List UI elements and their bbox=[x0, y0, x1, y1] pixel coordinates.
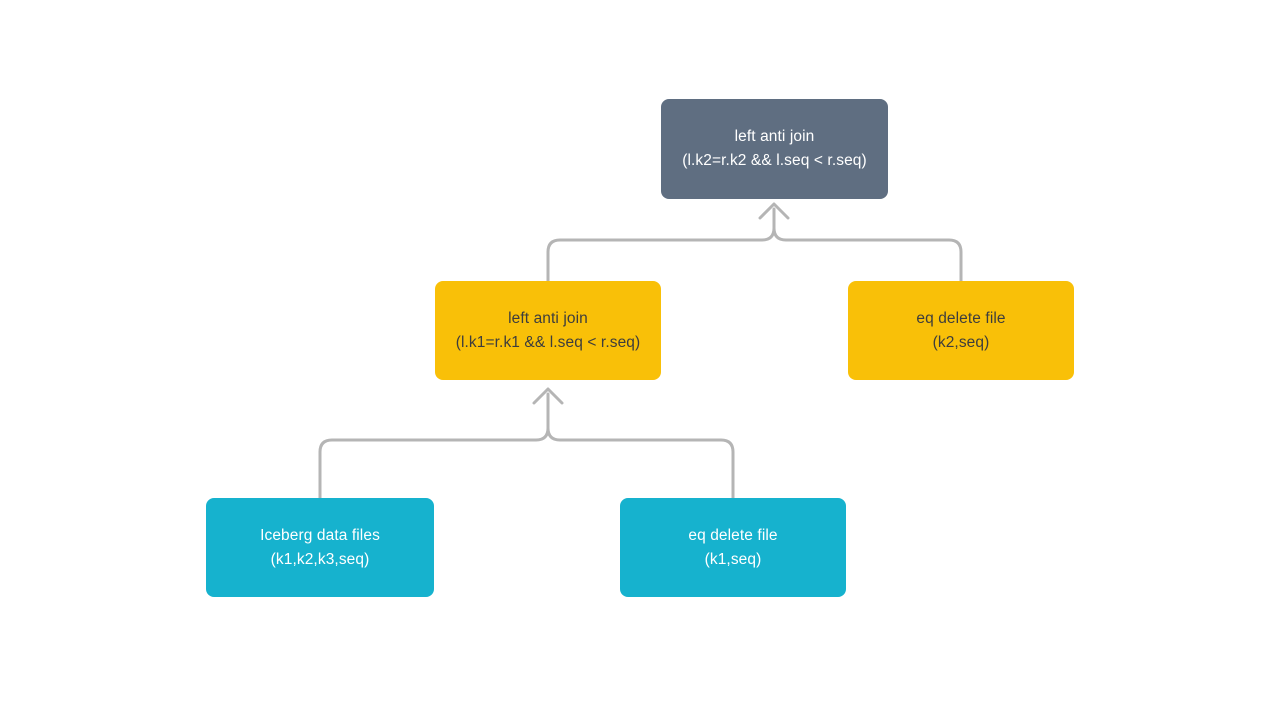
node-title: left anti join bbox=[508, 309, 588, 327]
node-eq-delete-file-k2: eq delete file (k2,seq) bbox=[848, 281, 1074, 380]
node-title: eq delete file bbox=[688, 526, 778, 544]
node-title: left anti join bbox=[734, 128, 815, 145]
connector-leftjoin-right-branch bbox=[546, 426, 735, 500]
node-iceberg-data-files: Iceberg data files (k1,k2,k3,seq) bbox=[206, 498, 434, 597]
arrow-up-to-root-icon bbox=[758, 202, 790, 220]
node-title: Iceberg data files bbox=[260, 526, 380, 544]
node-left-anti-join-inner: left anti join (l.k1=r.k1 && l.seq < r.s… bbox=[435, 281, 661, 380]
node-subtitle: (k1,seq) bbox=[704, 550, 762, 568]
node-subtitle: (l.k1=r.k1 && l.seq < r.seq) bbox=[455, 333, 641, 351]
connector-root-right-branch bbox=[772, 226, 963, 283]
arrow-up-to-leftjoin-icon bbox=[532, 387, 564, 405]
node-title: eq delete file bbox=[916, 309, 1006, 327]
node-eq-delete-file-k1: eq delete file (k1,seq) bbox=[620, 498, 846, 597]
node-left-anti-join-root: left anti join (l.k2=r.k2 && l.seq < r.s… bbox=[661, 99, 888, 199]
node-subtitle: (k1,k2,k3,seq) bbox=[270, 550, 370, 568]
connector-leftjoin-left-branch bbox=[318, 392, 550, 500]
node-subtitle: (l.k2=r.k2 && l.seq < r.seq) bbox=[682, 152, 867, 169]
node-subtitle: (k2,seq) bbox=[932, 333, 990, 351]
connector-root-left-branch bbox=[546, 207, 776, 283]
